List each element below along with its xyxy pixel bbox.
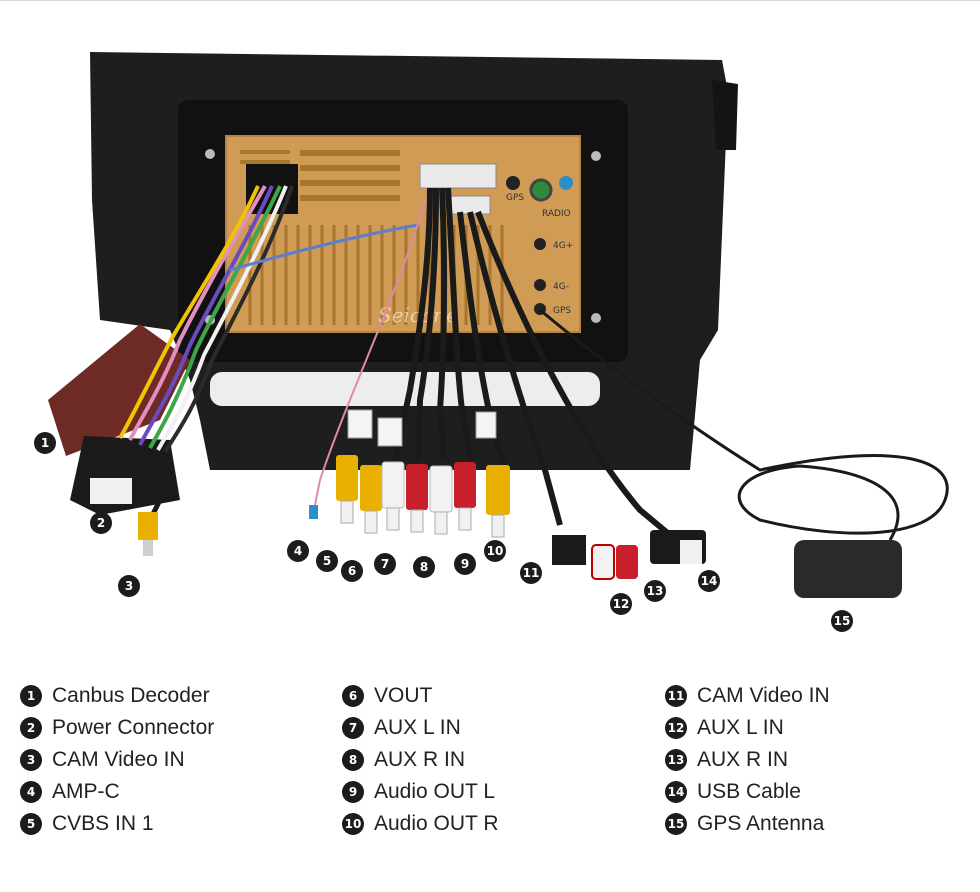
- amp-c-tip: [309, 505, 318, 519]
- marker-12: 12: [610, 593, 632, 615]
- screw-tr: [591, 151, 601, 161]
- marker-14: 14: [698, 570, 720, 592]
- canbus-decoder: [48, 324, 190, 456]
- panel-label-gps: GPS: [506, 193, 524, 203]
- marker-3: 3: [118, 575, 140, 597]
- harness-wires: [118, 185, 419, 541]
- cam-rca-tip: [143, 540, 153, 556]
- panel-label-4g-minus: 4G-: [553, 282, 569, 292]
- marker-9: 9: [454, 553, 476, 575]
- frame-tab-right: [712, 80, 738, 150]
- aux-rca-white: [591, 544, 615, 580]
- legend-label: Audio OUT R: [374, 812, 499, 835]
- aux-harness-socket-2: [449, 195, 491, 215]
- gps-antenna-cable: [539, 308, 949, 541]
- frame-bottom-window: [210, 372, 600, 406]
- legend-label: AUX L IN: [697, 716, 784, 739]
- aux-rca-red: [616, 545, 638, 579]
- marker-10: 10: [484, 540, 506, 562]
- marker-8: 8: [413, 556, 435, 578]
- amp-c-wire: [313, 199, 426, 511]
- marker-13: 13: [644, 580, 666, 602]
- legend-label: AMP-C: [52, 780, 120, 803]
- legend-label: AUX R IN: [697, 748, 789, 771]
- legend-label: AUX L IN: [374, 716, 461, 739]
- cam-connector: [552, 535, 586, 565]
- legend-label: Power Connector: [52, 716, 215, 739]
- legend-label: AUX R IN: [374, 748, 466, 771]
- marker-15: 15: [831, 610, 853, 632]
- aux-harness-socket: [419, 163, 497, 189]
- top-divider: [0, 0, 980, 1]
- 4g-minus-port: [534, 279, 546, 291]
- head-unit-photo: GPS RADIO 4G+ 4G- GPS Seicane: [48, 52, 949, 598]
- rca-plug-group-left: [336, 455, 510, 538]
- marker-11: 11: [520, 562, 542, 584]
- marker-4: 4: [287, 540, 309, 562]
- legend-label: CVBS IN 1: [52, 812, 154, 835]
- power-connector-label: [90, 478, 132, 504]
- vent-slots: [240, 150, 400, 201]
- gps-antenna-puck: [794, 540, 902, 598]
- marker-1: 1: [34, 432, 56, 454]
- legend-label: VOUT: [374, 684, 433, 707]
- panel-label-4g-plus: 4G+: [553, 241, 573, 251]
- center-cables: [392, 187, 672, 538]
- cable-tag-cam: [475, 411, 497, 439]
- legend-label: GPS Antenna: [697, 812, 825, 835]
- cable-tag-aux-r: [377, 417, 403, 447]
- legend-label: Audio OUT L: [374, 780, 496, 803]
- legend-label: CAM Video IN: [697, 684, 830, 707]
- marker-2: 2: [90, 512, 112, 534]
- gps-port: [506, 176, 520, 190]
- marker-7: 7: [374, 553, 396, 575]
- legend-label: Canbus Decoder: [52, 684, 210, 707]
- panel-label-gps-2: GPS: [553, 306, 571, 316]
- legend-label: CAM Video IN: [52, 748, 185, 771]
- radio-port: [529, 178, 553, 202]
- usb-plug-tip: [680, 540, 702, 564]
- marker-5: 5: [316, 550, 338, 572]
- screw-tl: [205, 149, 215, 159]
- cam-rca-plug: [138, 512, 158, 540]
- legend-label: USB Cable: [697, 780, 801, 803]
- marker-6: 6: [341, 560, 363, 582]
- cable-tag-aux-l: [347, 409, 373, 439]
- panel-label-radio: RADIO: [542, 209, 571, 219]
- screw-br: [591, 313, 601, 323]
- 4g-plus-port: [534, 238, 546, 250]
- radio-port-2: [559, 176, 573, 190]
